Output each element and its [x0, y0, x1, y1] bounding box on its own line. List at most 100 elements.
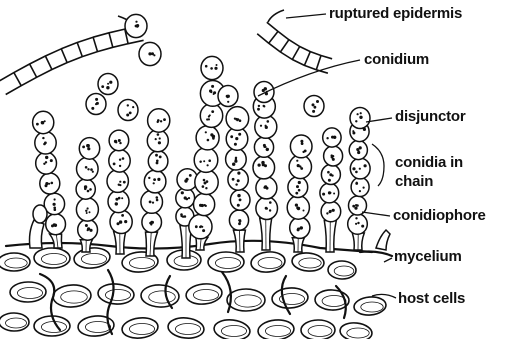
cell-speckle: [355, 217, 357, 219]
conidiophore: [50, 234, 62, 248]
cell-speckle: [230, 135, 233, 138]
host-cell: [167, 316, 205, 339]
cell-speckle: [159, 137, 161, 139]
conidium: [109, 150, 130, 173]
cell-speckle: [300, 226, 303, 229]
cell-speckle: [118, 139, 121, 142]
cell-speckle: [237, 179, 240, 182]
cell-speckle: [209, 114, 211, 116]
cell-speckle: [207, 139, 210, 142]
cell-speckle: [260, 125, 262, 127]
cell-speckle: [261, 161, 264, 164]
cell-speckle: [119, 181, 121, 183]
host-cell: [0, 313, 29, 331]
cell-speckle: [42, 137, 44, 139]
epidermis-fragment: [268, 10, 284, 22]
cell-speckle: [184, 215, 187, 218]
cell-speckle: [363, 187, 365, 189]
cell-speckle: [181, 191, 184, 194]
cell-speckle: [50, 159, 53, 162]
cell-speckle: [359, 116, 362, 119]
cell-speckle: [180, 213, 183, 216]
conidium: [144, 170, 166, 193]
cell-speckle: [118, 184, 120, 186]
label-conidia-in-chain-line1: conidia in: [395, 154, 463, 171]
cell-speckle: [107, 83, 109, 85]
cell-speckle: [258, 164, 261, 167]
cell-speckle: [109, 81, 112, 84]
cell-speckle: [364, 164, 367, 167]
cell-speckle: [237, 204, 240, 207]
cell-speckle: [114, 140, 117, 143]
cell-speckle: [36, 123, 39, 126]
cell-speckle: [213, 93, 215, 95]
cell-speckle: [44, 120, 46, 122]
cell-speckle: [314, 106, 317, 109]
cell-speckle: [118, 197, 121, 200]
cell-speckle: [160, 120, 162, 122]
cell-speckle: [119, 220, 122, 223]
cell-speckle: [202, 229, 205, 232]
host-cell: [52, 284, 91, 308]
host-cell: [97, 283, 134, 305]
cell-speckle: [90, 168, 93, 171]
cell-speckle: [122, 157, 125, 160]
cell-speckle: [237, 172, 240, 175]
cell-speckle: [355, 120, 357, 122]
cell-speckle: [302, 151, 304, 153]
cell-speckle: [113, 163, 116, 166]
conidium: [194, 148, 218, 173]
cell-speckle: [85, 224, 88, 227]
cell-speckle: [188, 197, 190, 199]
cell-speckle: [357, 149, 359, 151]
cell-speckle: [54, 198, 56, 200]
host-cell: [121, 316, 159, 339]
cell-speckle: [153, 178, 156, 181]
label-mycelium: mycelium: [394, 248, 462, 265]
cell-speckle: [329, 173, 332, 176]
cell-speckle: [157, 133, 160, 136]
cell-speckle: [263, 105, 265, 107]
cell-speckle: [329, 211, 332, 214]
cell-speckle: [322, 193, 325, 196]
cell-speckle: [355, 204, 357, 206]
cell-speckle: [152, 202, 154, 204]
cell-speckle: [214, 67, 217, 70]
cell-speckle: [51, 182, 54, 185]
cell-speckle: [91, 107, 94, 110]
conidium: [253, 156, 275, 179]
right-epidermis-cell-wall: [292, 47, 299, 60]
cell-speckle: [300, 167, 303, 170]
cell-speckle: [204, 182, 207, 185]
host-cells-layer: [0, 246, 387, 339]
cell-speckle: [265, 125, 267, 127]
host-cell: [73, 246, 111, 269]
cell-speckle: [48, 183, 50, 185]
cell-speckle: [312, 103, 315, 106]
cell-speckle: [239, 220, 242, 223]
conidium: [141, 191, 163, 214]
cell-speckle: [87, 190, 90, 193]
cell-speckle: [156, 160, 159, 163]
cell-speckle: [85, 166, 88, 169]
cell-speckle: [205, 65, 208, 68]
cell-speckle: [359, 190, 361, 192]
cell-speckle: [124, 220, 127, 223]
cell-speckle: [200, 161, 202, 163]
right-epidermis-inner-wall: [267, 22, 332, 59]
host-cell: [227, 289, 265, 311]
host-cell: [185, 282, 223, 306]
cell-speckle: [157, 178, 160, 181]
right-epidermis-cell-wall: [304, 52, 310, 66]
cell-speckle: [257, 108, 260, 111]
cell-speckle: [361, 225, 364, 228]
right-epidermis-cell-wall: [280, 40, 289, 52]
cell-speckle: [316, 100, 319, 103]
left-epidermis-cell-wall: [109, 33, 113, 48]
cell-speckle: [95, 98, 98, 101]
conidium: [108, 190, 129, 212]
cell-speckle: [92, 171, 94, 173]
cell-speckle: [195, 225, 198, 228]
cell-speckle: [298, 189, 301, 192]
cell-speckle: [150, 223, 152, 225]
